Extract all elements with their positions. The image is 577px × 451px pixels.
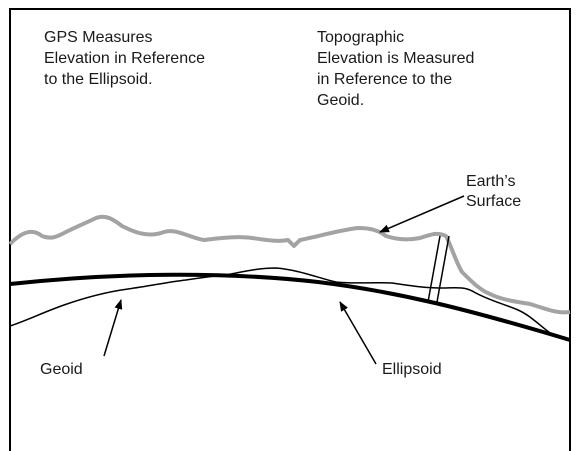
earth-surface-arrow [379,195,465,233]
ellipsoid-label: Ellipsoid [382,361,442,378]
geoid-separation-line-a [427,235,441,303]
geoid-label: Geoid [40,361,83,378]
geoid-separation-line-b [436,235,450,303]
figure-frame [9,8,571,451]
ellipsoid-arrow [339,301,377,365]
earth-surface-line [8,214,571,315]
earth-surface-label: Earth’s Surface [466,173,522,210]
geoid-arrow [103,299,123,357]
topographic-caption: Topographic Elevation is Measured in Ref… [317,29,475,109]
geoid-line [9,267,571,341]
ellipsoid-line [9,272,571,342]
gps-caption: GPS Measures Elevation in Reference to t… [44,29,205,88]
